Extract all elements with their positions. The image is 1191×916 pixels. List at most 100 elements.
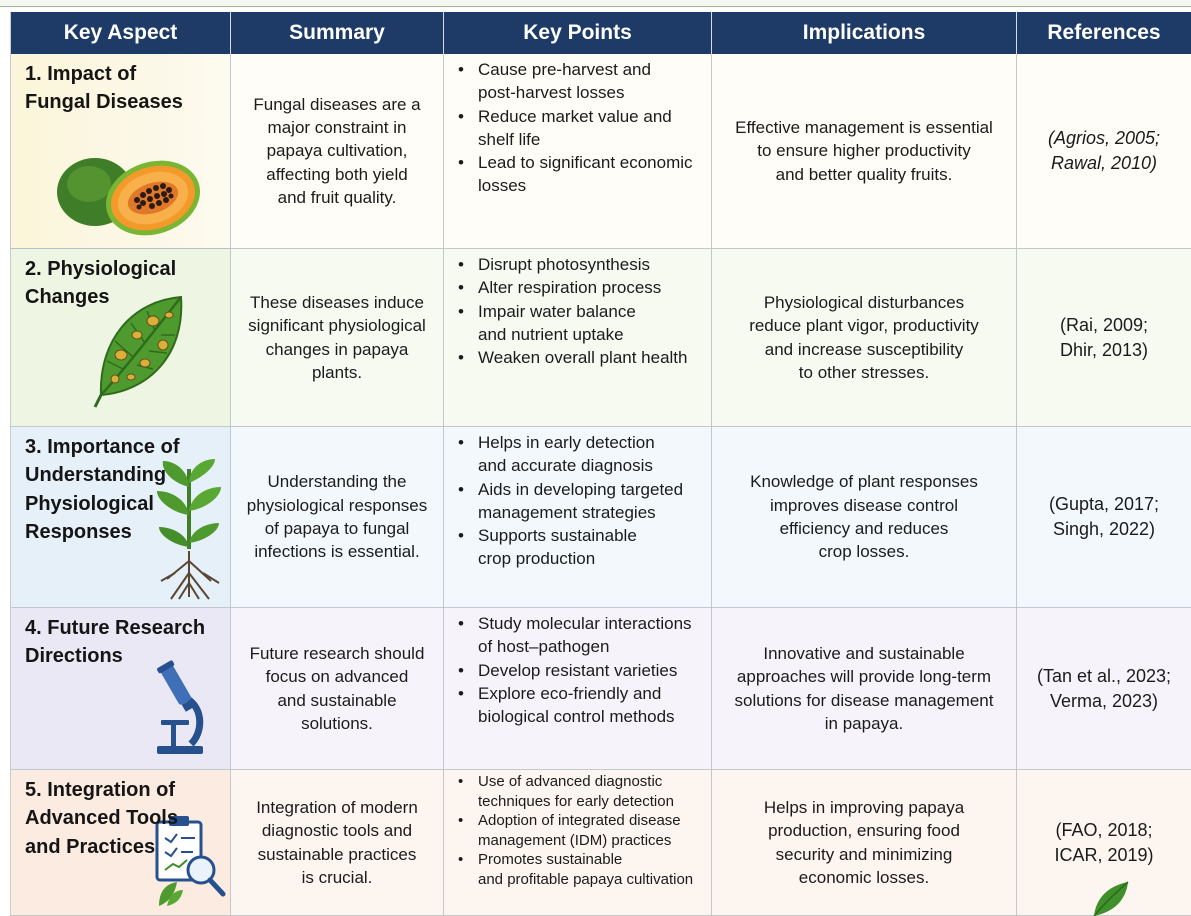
references-cell-1: (Agrios, 2005; Rawal, 2010) [1017, 54, 1191, 249]
point-line: shelf life [478, 129, 541, 149]
implication-line: to other stresses. [798, 362, 930, 382]
key-point-item: Supports sustainable crop production [452, 524, 705, 571]
summary-line: Future research should [249, 643, 425, 663]
summary-line: plants. [311, 362, 363, 382]
reference-line: Singh, 2022) [1052, 519, 1156, 539]
leaf-decoration-icon [1093, 881, 1129, 916]
implication-line: approaches will provide long-term [736, 667, 992, 687]
key-points-cell-4: Study molecular interactions of host–path… [444, 608, 712, 770]
diseased-leaf-icon [93, 295, 183, 408]
point-line: Supports sustainable [478, 526, 637, 546]
key-point-item: Promotes sustainable and profitable papay… [452, 850, 705, 889]
point-line: crop production [478, 549, 596, 569]
summary-line: focus on advanced [265, 667, 409, 687]
reference-line: ICAR, 2019) [1054, 844, 1154, 865]
point-line: Lead to significant economic [478, 153, 693, 173]
implication-line: Knowledge of plant responses [750, 472, 978, 492]
implication-line: and increase susceptibility [764, 339, 964, 359]
implication-line: economic losses. [798, 867, 930, 887]
point-line: biological control methods [478, 707, 675, 727]
aspect-title-line: Responses [25, 521, 132, 544]
implications-cell-2: Physiological disturbances reduce plant … [712, 249, 1017, 427]
key-point-item: Reduce market value and shelf life [452, 105, 705, 152]
summary-cell-3: Understanding the physiological response… [231, 427, 444, 608]
microscope-icon [157, 660, 204, 754]
implication-line: Innovative and sustainable [763, 643, 965, 663]
key-point-item: Weaken overall plant health [452, 346, 705, 370]
seedling-icon [157, 459, 221, 600]
summary-line: papaya cultivation, [266, 141, 408, 161]
reference-line: Verma, 2023) [1049, 690, 1159, 711]
references-cell-3: (Gupta, 2017; Singh, 2022) [1017, 427, 1191, 608]
summary-cell-1: Fungal diseases are a major constraint i… [231, 54, 444, 249]
key-point-item: Alter respiration process [452, 276, 705, 300]
point-line: Weaken overall plant health [478, 348, 688, 368]
reference-line: (FAO, 2018; [1055, 819, 1153, 840]
aspect-cell-3: 3. Importance of Understanding Physiolog… [11, 427, 231, 608]
point-line: Develop resistant varieties [478, 660, 678, 680]
summary-line: Integration of modern [256, 797, 418, 817]
implications-cell-3: Knowledge of plant responses improves di… [712, 427, 1017, 608]
summary-line: significant physiological [248, 316, 426, 336]
header-implications: Implications [712, 12, 1017, 54]
summary-line: diagnostic tools and [261, 821, 413, 841]
aspect-title-line: Understanding [25, 464, 167, 487]
point-line: Study molecular interactions [478, 614, 692, 633]
point-line: Alter respiration process [478, 278, 662, 298]
implication-line: to ensure higher productivity [757, 141, 971, 161]
aspect-title-line: Directions [25, 645, 123, 668]
aspect-cell-2: 2. Physiological Changes [11, 249, 231, 427]
summary-line: infections is essential. [254, 542, 420, 562]
papaya-fruit-icon [57, 158, 200, 236]
point-line: Promotes sustainable [478, 851, 623, 868]
top-border [0, 0, 1191, 7]
aspect-title-line: Physiological [25, 492, 154, 515]
aspect-title-line: 1. Impact of [25, 63, 137, 85]
summary-line: physiological responses [246, 495, 428, 515]
point-line: Aids in developing targeted [478, 479, 684, 499]
point-line: and profitable papaya cultivation [478, 870, 694, 888]
summary-line: is crucial. [301, 867, 373, 887]
aspect-title-line: and Practices [25, 835, 156, 858]
implication-line: solutions for disease management [734, 690, 994, 710]
implications-cell-4: Innovative and sustainable approaches wi… [712, 608, 1017, 770]
summary-line: Understanding the [267, 472, 407, 492]
aspect-title-line: Changes [25, 286, 110, 309]
summary-cell-2: These diseases induce significant physio… [231, 249, 444, 427]
summary-line: changes in papaya [265, 339, 409, 359]
implications-cell-5: Helps in improving papaya production, en… [712, 770, 1017, 916]
summary-cell-4: Future research should focus on advanced… [231, 608, 444, 770]
aspect-title-line: 2. Physiological [25, 258, 177, 280]
summary-line: and sustainable [277, 690, 397, 710]
summary-line: Fungal diseases are a [253, 94, 421, 114]
implication-line: Effective management is essential [735, 118, 993, 138]
point-line: Impair water balance [478, 301, 636, 321]
implication-line: and better quality fruits. [775, 164, 953, 184]
summary-line: solutions. [301, 713, 373, 733]
summary-line: major constraint in [267, 118, 407, 138]
summary-table: Key Aspect Summary Key Points Implicatio… [10, 12, 1191, 916]
point-line: Reduce market value and [478, 106, 672, 126]
summary-cell-5: Integration of modern diagnostic tools a… [231, 770, 444, 916]
aspect-cell-1: 1. Impact of Fungal Diseases [11, 54, 231, 249]
point-line: of host–pathogen [478, 637, 610, 657]
implication-line: production, ensuring food [768, 821, 960, 841]
reference-line: Dhir, 2013) [1059, 339, 1149, 360]
key-point-item: Study molecular interactions of host–path… [452, 612, 705, 659]
implication-line: crop losses. [818, 542, 910, 562]
summary-line: of papaya to fungal [264, 519, 410, 538]
point-line: Adoption of integrated disease [478, 812, 681, 829]
references-cell-2: (Rai, 2009; Dhir, 2013) [1017, 249, 1191, 427]
point-line: post-harvest losses [478, 83, 625, 103]
summary-line: These diseases induce [250, 292, 424, 312]
point-line: and accurate diagnosis [478, 456, 653, 476]
aspect-title-line: 5. Integration of [25, 779, 175, 801]
aspect-title-line: Fungal Diseases [25, 91, 183, 114]
reference-line: (Agrios, 2005; [1047, 128, 1161, 149]
implications-cell-1: Effective management is essential to ens… [712, 54, 1017, 249]
point-line: management (IDM) practices [478, 831, 672, 849]
implication-line: security and minimizing [775, 844, 953, 864]
